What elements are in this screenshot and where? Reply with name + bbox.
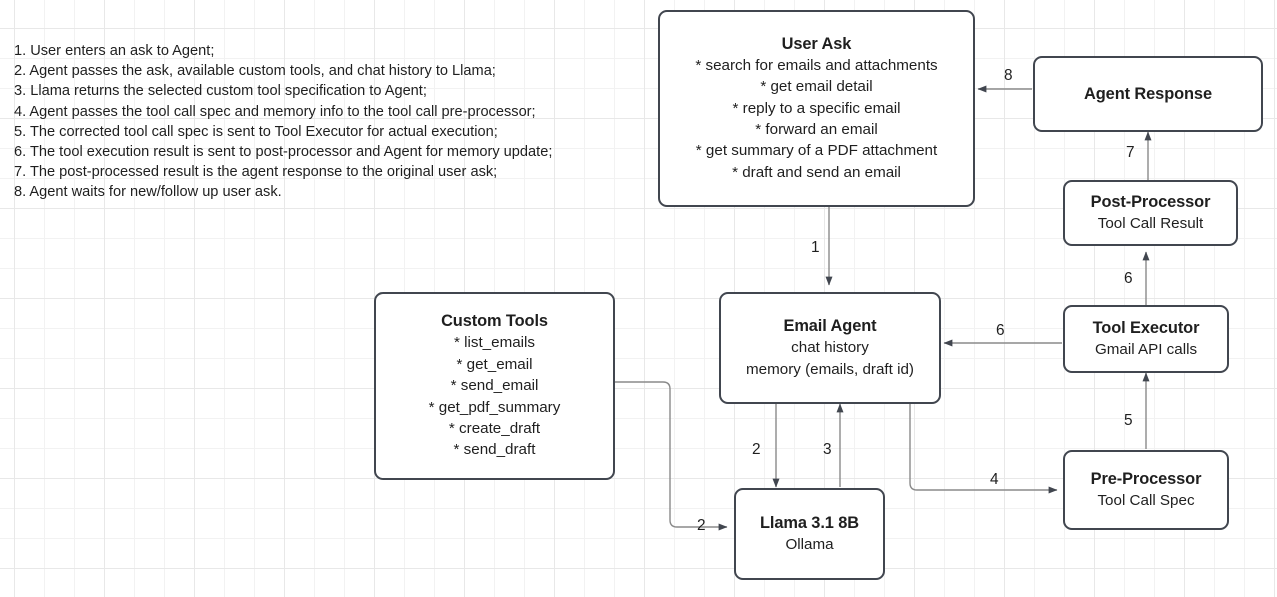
node-email-agent[interactable]: Email Agent chat history memory (emails,… (719, 292, 941, 404)
node-custom-tools-item-2: * get_email (456, 355, 533, 373)
legend-line-6: 6. The tool execution result is sent to … (14, 144, 553, 161)
node-user-ask-item-3: * reply to a specific email (732, 99, 901, 117)
edge-label-2-agent-llama: 2 (752, 441, 761, 458)
node-custom-tools[interactable]: Custom Tools * list_emails * get_email *… (374, 292, 615, 480)
edge-label-5: 5 (1124, 412, 1133, 429)
node-pre-processor-sub: Tool Call Spec (1097, 491, 1195, 509)
node-email-agent-sub-2: memory (emails, draft id) (746, 360, 914, 378)
node-llama-title: Llama 3.1 8B (759, 513, 860, 532)
node-agent-response-title: Agent Response (1084, 84, 1212, 103)
legend-line-4: 4. Agent passes the tool call spec and m… (14, 103, 536, 120)
edge-label-8: 8 (1004, 67, 1013, 84)
node-user-ask-item-6: * draft and send an email (732, 163, 901, 181)
node-user-ask-item-4: * forward an email (755, 121, 878, 138)
node-agent-response[interactable]: Agent Response (1033, 56, 1263, 132)
node-user-ask[interactable]: User Ask * search for emails and attachm… (658, 10, 975, 207)
edge-label-4: 4 (990, 471, 999, 488)
legend-steps: 1. User enters an ask to Agent; 2. Agent… (14, 41, 634, 203)
edge-label-3: 3 (823, 441, 832, 458)
node-custom-tools-item-5: * create_draft (448, 419, 541, 437)
node-pre-processor-title: Pre-Processor (1090, 469, 1202, 488)
node-user-ask-title: User Ask (781, 34, 852, 53)
node-custom-tools-item-3: * send_email (450, 377, 539, 395)
edge-label-1: 1 (811, 239, 820, 256)
edge-4 (909, 404, 1058, 494)
node-post-processor-title: Post-Processor (1090, 192, 1211, 211)
legend-line-7: 7. The post-processed result is the agen… (14, 164, 498, 181)
node-user-ask-item-1: * search for emails and attachments (695, 56, 938, 74)
node-custom-tools-title: Custom Tools (441, 312, 548, 331)
node-post-processor-sub: Tool Call Result (1097, 214, 1204, 232)
node-pre-processor[interactable]: Pre-Processor Tool Call Spec (1063, 450, 1229, 530)
node-email-agent-title: Email Agent (783, 317, 877, 336)
node-email-agent-sub-1: chat history (791, 339, 869, 357)
node-user-ask-item-5: * get summary of a PDF attachment (695, 142, 938, 160)
node-user-ask-item-2: * get email detail (760, 78, 873, 96)
node-tool-executor-sub: Gmail API calls (1094, 340, 1198, 358)
node-custom-tools-item-4: * get_pdf_summary (428, 398, 561, 416)
node-llama[interactable]: Llama 3.1 8B Ollama (734, 488, 885, 580)
edge-label-6-executor-post: 6 (1124, 270, 1133, 287)
node-llama-sub: Ollama (785, 535, 834, 553)
edge-label-6-executor-agent: 6 (996, 322, 1005, 339)
legend-line-1: 1. User enters an ask to Agent; (14, 43, 215, 59)
legend-line-5: 5. The corrected tool call spec is sent … (14, 123, 498, 140)
node-custom-tools-item-1: * list_emails (453, 334, 536, 352)
legend-line-8: 8. Agent waits for new/follow up user as… (14, 184, 282, 201)
node-custom-tools-item-6: * send_draft (453, 441, 536, 459)
edge-label-7: 7 (1126, 144, 1135, 161)
edge-label-2-tools-llama: 2 (697, 517, 706, 534)
node-post-processor[interactable]: Post-Processor Tool Call Result (1063, 180, 1238, 246)
edge-2-tools-llama (615, 381, 728, 531)
legend-line-2: 2. Agent passes the ask, available custo… (14, 63, 496, 80)
node-tool-executor-title: Tool Executor (1092, 318, 1200, 337)
legend-line-3: 3. Llama returns the selected custom too… (14, 83, 427, 100)
node-tool-executor[interactable]: Tool Executor Gmail API calls (1063, 305, 1229, 373)
